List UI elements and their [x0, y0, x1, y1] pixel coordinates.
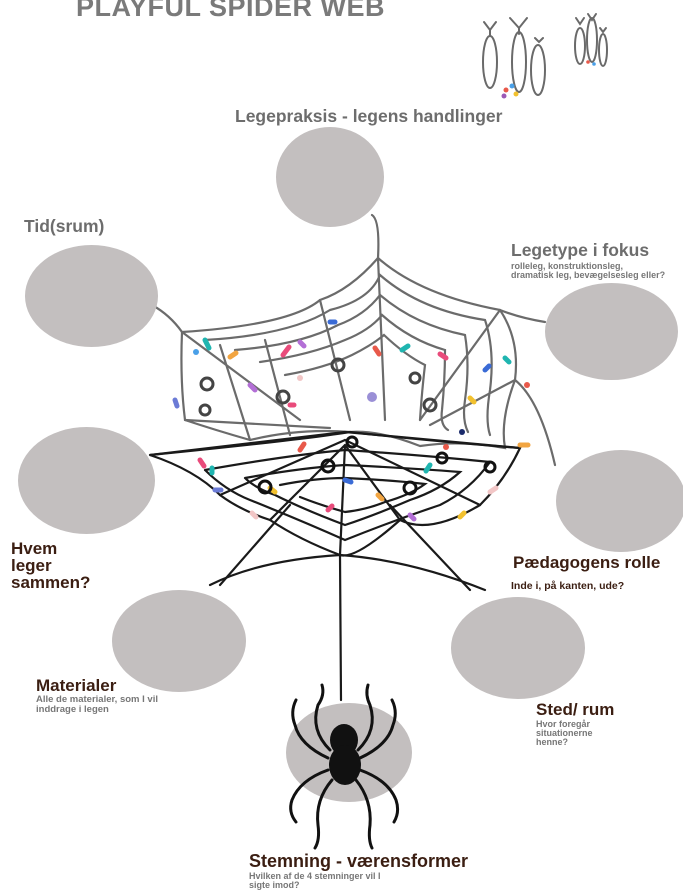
node-sted-sub: Hvor foregår situationerne henne?: [536, 720, 598, 747]
node-stemning-sub: Hvilken af de 4 stemninger vil I sigte i…: [249, 872, 399, 890]
node-legetype-sub: rolleleg, konstruktionsleg, dramatisk le…: [511, 262, 666, 280]
node-materialer-sub: Alle de materialer, som I vil inddrage i…: [36, 695, 158, 715]
node-paedagog-sub: Inde i, på kanten, ude?: [511, 581, 624, 591]
node-hvem-label: Hvem leger sammen?: [11, 540, 101, 591]
node-sted-label: Sted/ rum: [536, 700, 614, 720]
node-legetype-label: Legetype i fokus: [511, 240, 649, 261]
node-tid-label: Tid(srum): [24, 216, 104, 237]
node-paedagog-label: Pædagogens rolle: [513, 553, 660, 573]
node-materialer-label: Materialer: [36, 676, 116, 696]
node-legepraksis-label: Legepraksis - legens handlinger: [235, 106, 502, 127]
node-stemning-label: Stemning - værensformer: [249, 851, 468, 872]
